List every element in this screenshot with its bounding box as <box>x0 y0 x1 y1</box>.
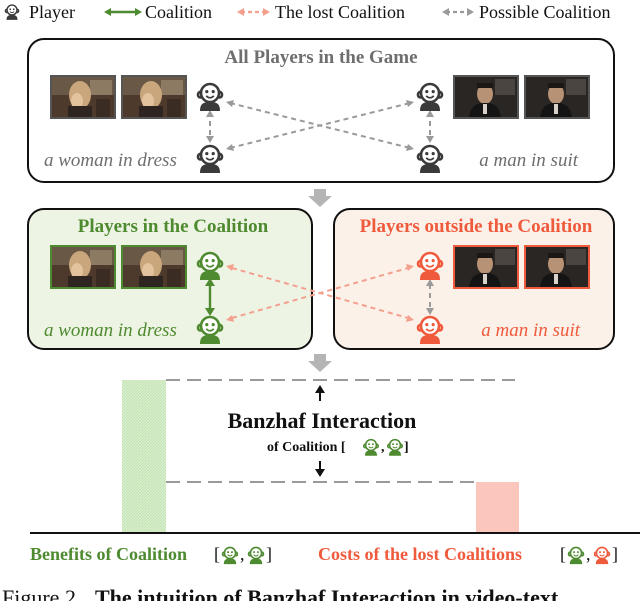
costs-bar <box>476 482 519 533</box>
coalition-title: Players in the Coalition <box>78 216 269 237</box>
subtitle-green-player-icon <box>387 438 403 457</box>
down-arrow-icon <box>308 354 332 372</box>
legend-lost-arrow-icon <box>237 8 270 16</box>
interaction-down-arrow-icon <box>315 461 325 477</box>
man-video-frames <box>453 75 590 119</box>
benefits-bracket-open: [ <box>214 544 220 564</box>
coalition-arrow-icon <box>205 278 215 316</box>
subtitle-comma: , <box>381 440 385 455</box>
interaction-subtitle: of Coalition [ <box>267 440 346 455</box>
outside-coalition-panel: Players outside the Coalition a man in s… <box>333 208 615 350</box>
legend-player-icon <box>4 4 20 21</box>
player-woman-text-icon <box>196 144 224 175</box>
legend-coalition-label: Coalition <box>145 2 212 22</box>
interaction-title: Banzhaf Interaction <box>228 408 417 433</box>
legend-possible-label: Possible Coalition <box>479 2 611 22</box>
costs-green-player-icon <box>567 546 585 565</box>
costs-bracket-open: [ <box>560 544 566 564</box>
interaction-up-arrow-icon <box>315 385 325 401</box>
outside-player-video-icon <box>416 251 444 282</box>
figure-caption-bold: The intuition of Banzhaf Interaction in … <box>95 585 559 601</box>
woman-video-frames <box>50 75 187 119</box>
player-woman-video-icon <box>196 82 224 113</box>
subtitle-close: ] <box>404 440 409 455</box>
coalition-caption: a woman in dress <box>44 320 177 341</box>
man-caption: a man in suit <box>479 150 578 171</box>
coalition-panel: Players in the Coalition a woman in dres… <box>27 208 313 350</box>
costs-bracket-comma: , <box>586 544 591 564</box>
costs-label: Costs of the lost Coalitions <box>318 544 522 564</box>
outside-possible-arrow-icon <box>426 279 434 315</box>
benefits-green-player-icon <box>247 546 265 565</box>
coalition-player-video-icon <box>196 251 224 282</box>
legend-lost-label: The lost Coalition <box>275 2 405 22</box>
benefits-bracket-close: ] <box>266 544 272 564</box>
figure-caption: Figure 2. The intuition of Banzhaf Inter… <box>2 585 559 601</box>
down-arrow-icon <box>308 189 332 207</box>
benefits-bracket-comma: , <box>240 544 245 564</box>
legend-possible-arrow-icon <box>442 8 474 16</box>
figure-caption-prefix: Figure 2. <box>2 585 81 601</box>
all-players-title: All Players in the Game <box>224 47 417 68</box>
legend: Player Coalition The lost Coalition Poss… <box>4 2 611 22</box>
player-man-video-icon <box>416 82 444 113</box>
all-players-panel: All Players in the Game <box>27 38 615 183</box>
costs-bracket-close: ] <box>612 544 618 564</box>
lost-coalition-arrows <box>226 264 414 322</box>
interaction-chart: Banzhaf Interaction of Coalition [ , ] <box>30 379 640 534</box>
subtitle-green-player-icon <box>363 438 379 457</box>
outside-caption: a man in suit <box>481 320 580 341</box>
costs-red-player-icon <box>593 546 611 565</box>
legend-coalition-arrow-icon <box>104 8 142 16</box>
outside-player-text-icon <box>416 315 444 346</box>
player-man-text-icon <box>416 144 444 175</box>
coalition-player-text-icon <box>196 315 224 346</box>
benefits-green-player-icon <box>221 546 239 565</box>
benefits-label: Benefits of Coalition <box>30 544 187 564</box>
outside-title: Players outside the Coalition <box>360 216 593 237</box>
woman-caption: a woman in dress <box>44 150 177 171</box>
legend-player-label: Player <box>29 2 75 22</box>
possible-arrowheads-icon <box>206 100 434 151</box>
bottom-labels: Benefits of Coalition [ , ] Costs of the… <box>30 544 618 565</box>
benefits-bar <box>122 380 166 533</box>
